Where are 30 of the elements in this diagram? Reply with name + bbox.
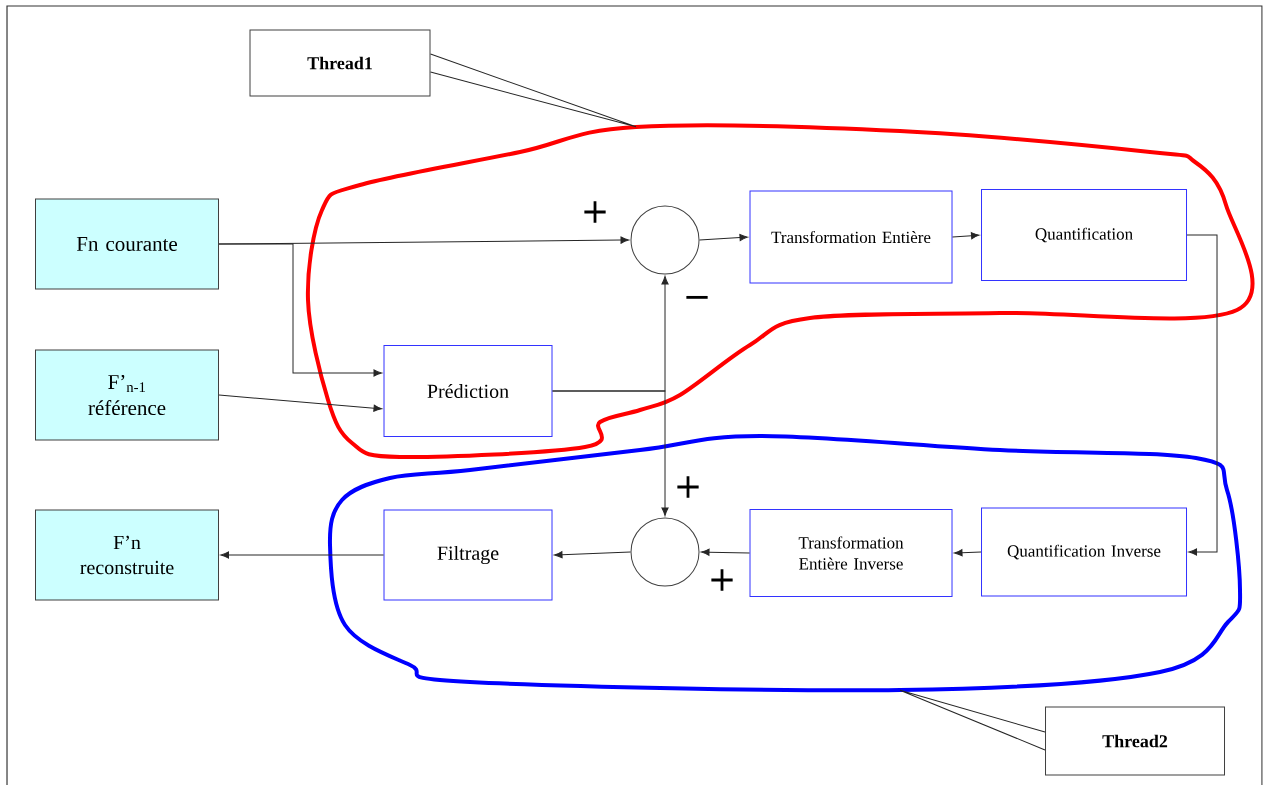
- process-box: Transformation Entière Inverse: [749, 509, 953, 597]
- arrow: [1186, 234, 1218, 556]
- sign-label: +: [584, 201, 606, 223]
- sign-label: +: [677, 476, 699, 498]
- thread-outline: [327, 434, 1243, 693]
- callout-box: Thread2: [1045, 706, 1225, 776]
- leader-line: [899, 689, 1046, 751]
- sign-label: −: [686, 295, 708, 299]
- frame-box: F’$_{n-1}$ référence: [35, 349, 219, 441]
- frame-box: F’n reconstruite: [35, 509, 219, 601]
- process-box: Filtrage: [383, 509, 553, 601]
- thread-outline: [305, 123, 1255, 460]
- process-box: Quantification Inverse: [981, 507, 1187, 597]
- process-box: Quantification: [981, 189, 1187, 281]
- sign-label: +: [711, 569, 733, 591]
- callout-box: Thread1: [249, 29, 431, 97]
- arrow: [218, 394, 383, 412]
- arrow: [700, 548, 750, 556]
- arrow: [952, 232, 980, 240]
- process-box: Transformation Entière: [749, 190, 953, 284]
- frame-box: Fn courante: [35, 198, 219, 290]
- arrow: [553, 551, 631, 559]
- arrow: [699, 234, 749, 242]
- arrow: [220, 551, 384, 559]
- process-box: Prédiction: [383, 345, 553, 437]
- arrow: [552, 390, 669, 517]
- arrow: [218, 243, 383, 377]
- arrow: [953, 549, 982, 557]
- summing-circle: [630, 517, 700, 587]
- summing-circle: [630, 205, 700, 275]
